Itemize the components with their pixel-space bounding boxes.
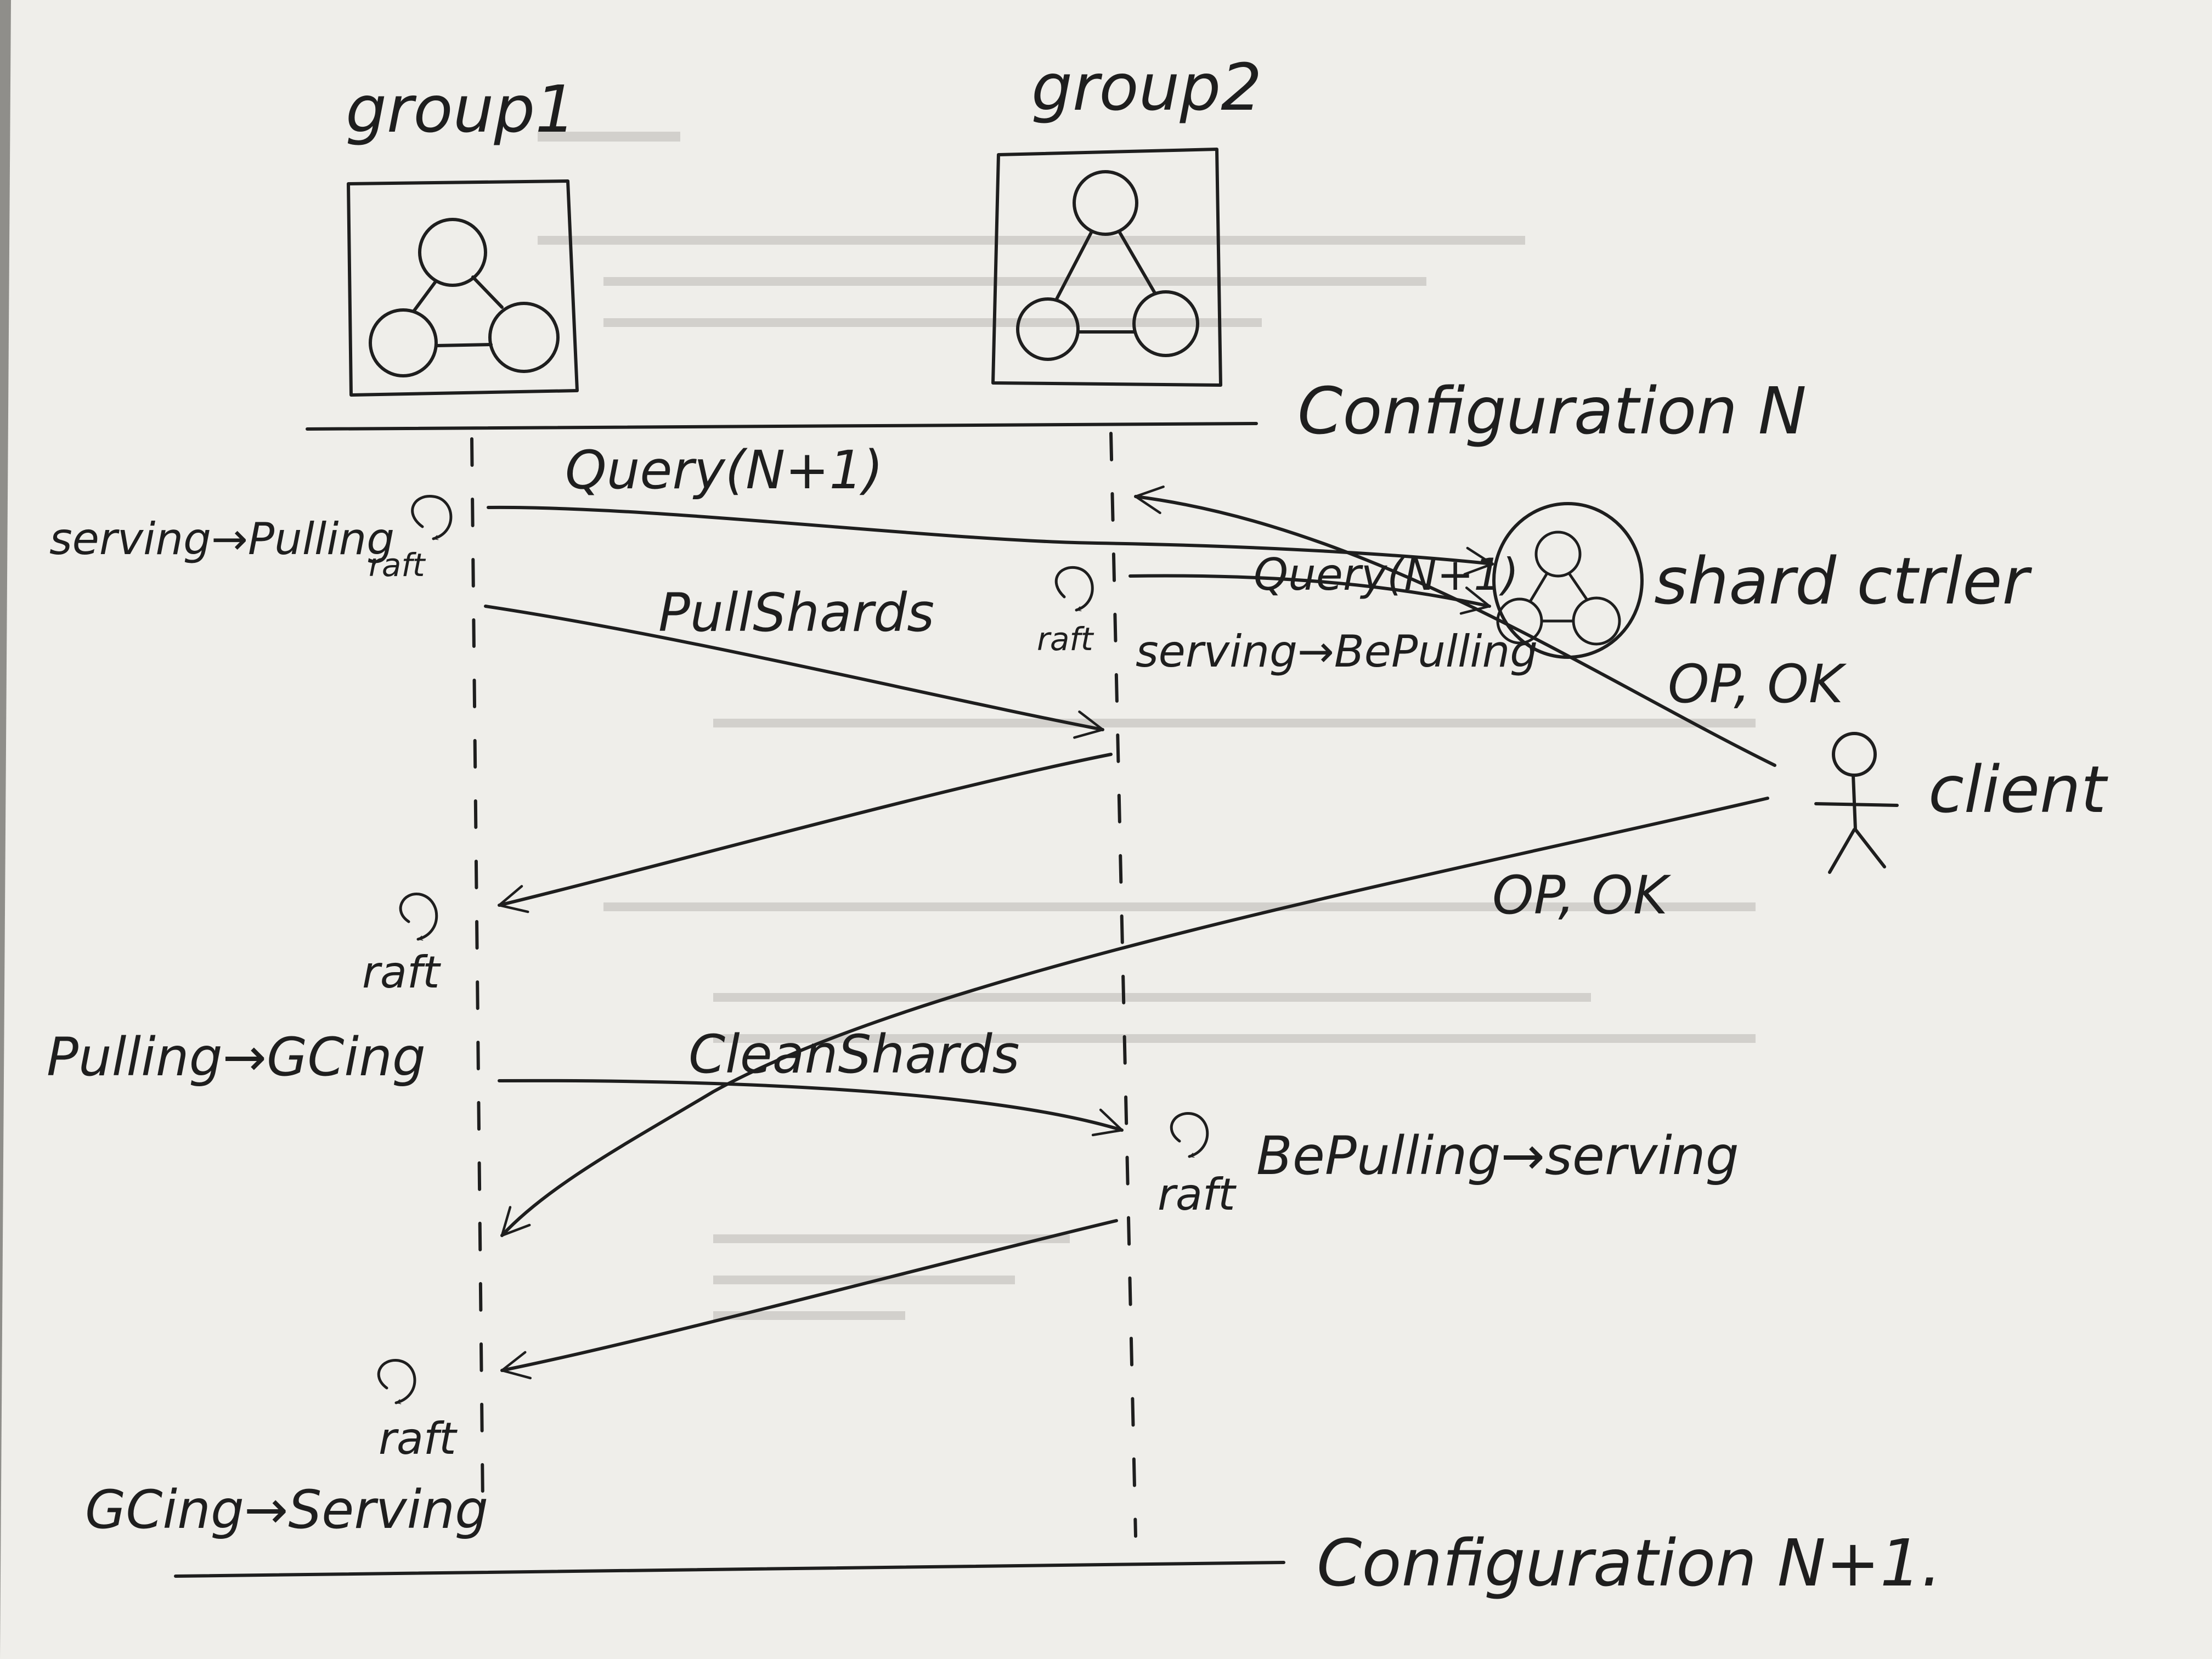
raft-node-icon: [488, 302, 560, 373]
client-label: client: [1928, 752, 2108, 827]
query-group1-arrow: [487, 505, 1494, 575]
config-n1-line: [174, 1561, 1285, 1578]
raft-node-icon: [1073, 170, 1138, 236]
raft-loop-icon: [399, 893, 438, 941]
raft-label: raft: [362, 947, 441, 998]
g2-state-serving-bepulling: serving→BePulling: [1136, 626, 1538, 677]
raft-node-icon: [1016, 297, 1080, 361]
group2-label: group2: [1031, 49, 1262, 125]
query-group2-label: Query(N+1): [1254, 549, 1519, 600]
pull-shards-arrow: [484, 605, 1104, 739]
raft-loop-icon: [411, 495, 453, 540]
raft-loop-icon: [377, 1359, 416, 1404]
pull-shards-label: PullShards: [658, 582, 934, 644]
query-group1-label: Query(N+1): [565, 439, 883, 501]
client-to-group1-arrow: [500, 797, 1769, 1237]
client-to-group2-arrow: [1134, 486, 1776, 767]
raft-node-icon: [418, 218, 487, 287]
config-n-label: Configuration N: [1297, 373, 1807, 449]
clean-shards-arrow: [498, 1079, 1124, 1137]
g1-state-gcing-serving: GCing→Serving: [85, 1479, 488, 1541]
raft-label: raft: [1158, 1169, 1237, 1220]
raft-node-icon: [369, 308, 438, 377]
g1-state-serving-pulling: serving→Pulling: [49, 514, 394, 565]
client-op-label-1: OP, OK: [1668, 653, 1847, 715]
raft-label: raft: [369, 546, 426, 584]
group1-box: [347, 179, 579, 397]
raft-loop-icon: [1054, 566, 1094, 612]
clean-shards-label: CleanShards: [689, 1024, 1019, 1085]
raft-label: raft: [379, 1413, 458, 1464]
g2-state-bepulling-serving: BePulling→serving: [1256, 1125, 1739, 1187]
group2-box: [991, 148, 1222, 387]
client-icon: [1814, 732, 1899, 874]
g1-state-pulling-gcing: Pulling→GCing: [47, 1026, 426, 1088]
shard-ctrler-label: shard ctrler: [1654, 543, 2033, 619]
raft-node-icon: [1132, 290, 1199, 357]
group1-label: group1: [346, 71, 576, 147]
bleed-through-text: [538, 132, 1756, 1320]
pull-shards-reply-arrow: [498, 753, 1113, 913]
raft-loop-icon: [1170, 1112, 1209, 1158]
client-op-label-2: OP, OK: [1492, 865, 1672, 926]
config-n1-label: Configuration N+1.: [1317, 1525, 1942, 1601]
group2-lifeline: [1109, 432, 1137, 1538]
config-n-line: [306, 422, 1258, 431]
raft-label: raft: [1037, 620, 1094, 658]
clean-shards-reply-arrow: [500, 1219, 1118, 1380]
